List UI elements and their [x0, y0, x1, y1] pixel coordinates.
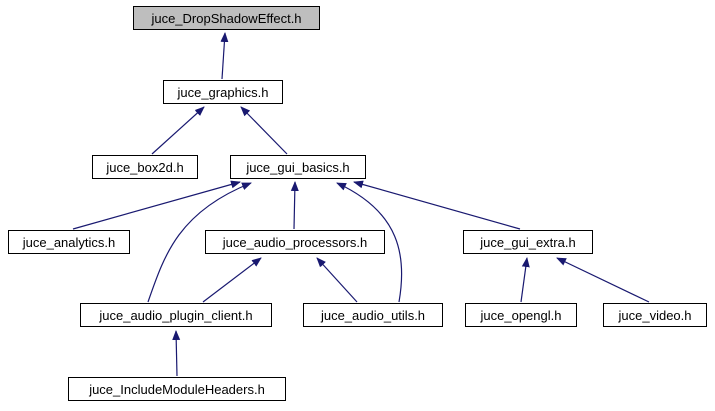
edge-audio_utils-to-audio_processors: [316, 257, 358, 303]
node-include_module_headers[interactable]: juce_IncludeModuleHeaders.h: [68, 377, 286, 401]
node-gui_extra[interactable]: juce_gui_extra.h: [463, 230, 593, 254]
node-opengl[interactable]: juce_opengl.h: [465, 303, 577, 327]
node-analytics[interactable]: juce_analytics.h: [8, 230, 130, 254]
edge-include_module_headers-to-audio_plugin_client: [172, 330, 181, 377]
edge-graphics-to-drop_shadow: [220, 32, 229, 80]
node-audio_processors[interactable]: juce_audio_processors.h: [205, 230, 385, 254]
edge-audio_plugin_client-to-audio_processors: [202, 257, 262, 303]
edge-opengl-to-gui_extra: [520, 257, 530, 303]
node-box2d[interactable]: juce_box2d.h: [92, 155, 198, 179]
node-gui_basics[interactable]: juce_gui_basics.h: [230, 155, 366, 179]
node-drop_shadow: juce_DropShadowEffect.h: [133, 6, 320, 30]
edge-analytics-to-gui_basics: [72, 180, 241, 230]
node-video[interactable]: juce_video.h: [603, 303, 707, 327]
edge-video-to-gui_extra: [556, 257, 650, 303]
node-graphics[interactable]: juce_graphics.h: [163, 80, 283, 104]
edge-gui_basics-to-graphics: [240, 106, 288, 155]
edge-box2d-to-graphics: [151, 106, 205, 155]
node-audio_plugin_client[interactable]: juce_audio_plugin_client.h: [80, 303, 272, 327]
edge-audio_processors-to-gui_basics: [290, 181, 299, 230]
edge-gui_extra-to-gui_basics: [353, 180, 521, 230]
node-audio_utils[interactable]: juce_audio_utils.h: [303, 303, 443, 327]
